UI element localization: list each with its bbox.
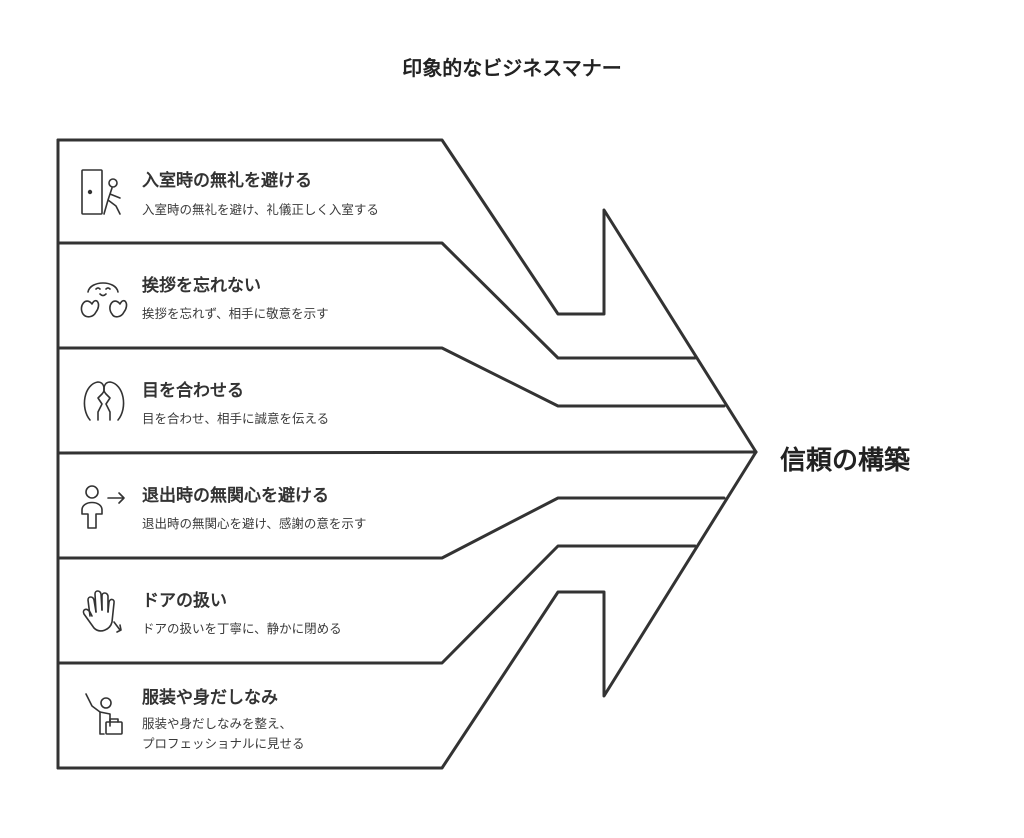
boundary-bottom — [56, 450, 758, 770]
hand-door-icon — [82, 590, 122, 633]
item-title: 入室時の無礼を避ける — [142, 171, 312, 191]
item-title: 退出時の無関心を避ける — [142, 486, 329, 506]
item-description: 服装や身だしなみを整え、 プロフェッショナルに見せる — [142, 716, 305, 751]
person-exit-icon — [81, 485, 125, 529]
separator-5 — [56, 544, 697, 665]
separator-3 — [56, 450, 758, 455]
separator-4 — [56, 496, 726, 560]
item-description: 退出時の無関心を避け、感謝の意を示す — [142, 516, 367, 531]
item-description: 入室時の無礼を避け、礼儀正しく入室する — [142, 202, 379, 217]
item-description: ドアの扱いを丁寧に、静かに閉める — [142, 621, 342, 636]
greeting-face-icon — [80, 282, 128, 318]
item-title: 目を合わせる — [142, 381, 244, 401]
item-description: 目を合わせ、相手に誠意を伝える — [142, 411, 330, 426]
diagram-title: 印象的なビジネスマナー — [402, 56, 622, 80]
person-briefcase-icon — [85, 693, 123, 735]
faces-eye-contact-icon — [83, 381, 125, 421]
item-title: 挨拶を忘れない — [142, 276, 261, 296]
boundary-top — [56, 138, 758, 454]
item-title: ドアの扱い — [142, 591, 227, 611]
separator-2 — [56, 346, 726, 408]
item-title: 服装や身だしなみ — [142, 688, 278, 708]
door-entry-icon — [81, 169, 121, 215]
item-description: 挨拶を忘れず、相手に敬意を示す — [142, 306, 329, 321]
outcome-label: 信頼の構築 — [780, 446, 911, 476]
separator-1 — [56, 241, 697, 360]
